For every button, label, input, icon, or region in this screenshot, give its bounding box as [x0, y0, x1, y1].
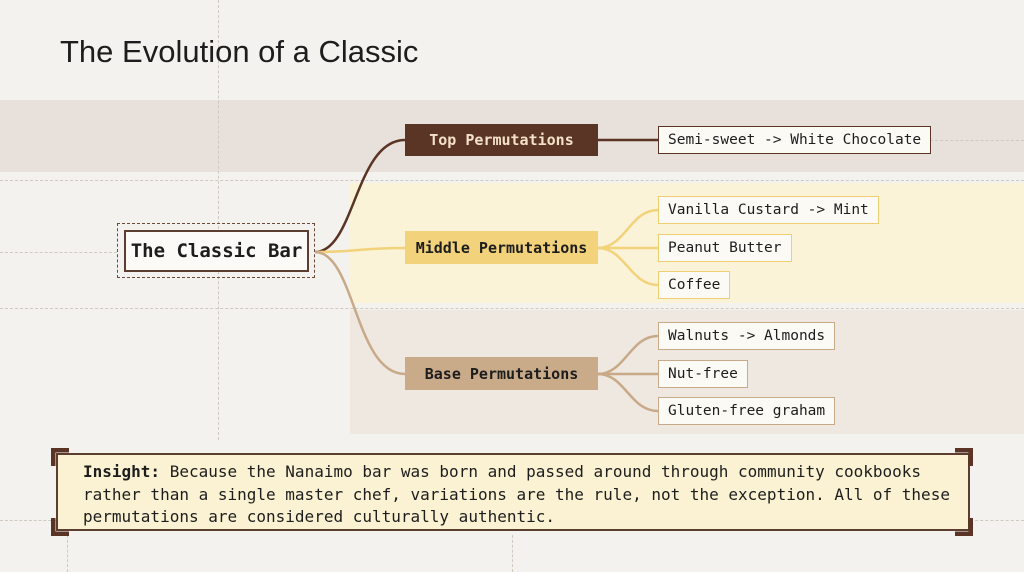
connector-middle-item — [597, 246, 659, 287]
base-item: Gluten-free graham — [658, 397, 836, 425]
corner-bracket — [51, 448, 69, 466]
guide-line — [218, 0, 219, 440]
connector-middle-item — [597, 208, 659, 250]
connector-base-item — [597, 372, 659, 413]
insight-label: Insight: — [83, 462, 161, 481]
connector-base-item — [597, 334, 659, 376]
corner-bracket — [955, 448, 973, 466]
branch-top: Top Permutations — [405, 124, 598, 156]
root-node: The Classic Bar — [124, 230, 309, 272]
guide-line — [0, 180, 1024, 181]
base-item: Walnuts -> Almonds — [658, 322, 836, 350]
guide-line — [0, 252, 117, 253]
guide-line — [67, 535, 68, 572]
connector-root-top — [314, 138, 406, 254]
page-title: The Evolution of a Classic — [60, 34, 419, 69]
branch-base: Base Permutations — [405, 357, 598, 390]
connector-root-base — [314, 250, 406, 376]
middle-item: Vanilla Custard -> Mint — [658, 196, 879, 224]
middle-item: Peanut Butter — [658, 234, 792, 262]
insight-text: Because the Nanaimo bar was born and pas… — [83, 462, 950, 526]
base-item: Nut-free — [658, 360, 748, 388]
corner-bracket — [955, 518, 973, 536]
root-node-frame — [117, 223, 315, 278]
guide-line — [0, 308, 1024, 309]
branch-middle: Middle Permutations — [405, 231, 598, 264]
top-item: Semi-sweet -> White Chocolate — [658, 126, 932, 154]
guide-line — [930, 140, 1024, 141]
insight-box: Insight: Because the Nanaimo bar was bor… — [56, 453, 970, 531]
guide-line — [512, 535, 513, 572]
connector-root-middle — [314, 246, 406, 254]
corner-bracket — [51, 518, 69, 536]
guide-line — [0, 520, 56, 521]
guide-line — [970, 520, 1024, 521]
middle-item: Coffee — [658, 271, 731, 299]
